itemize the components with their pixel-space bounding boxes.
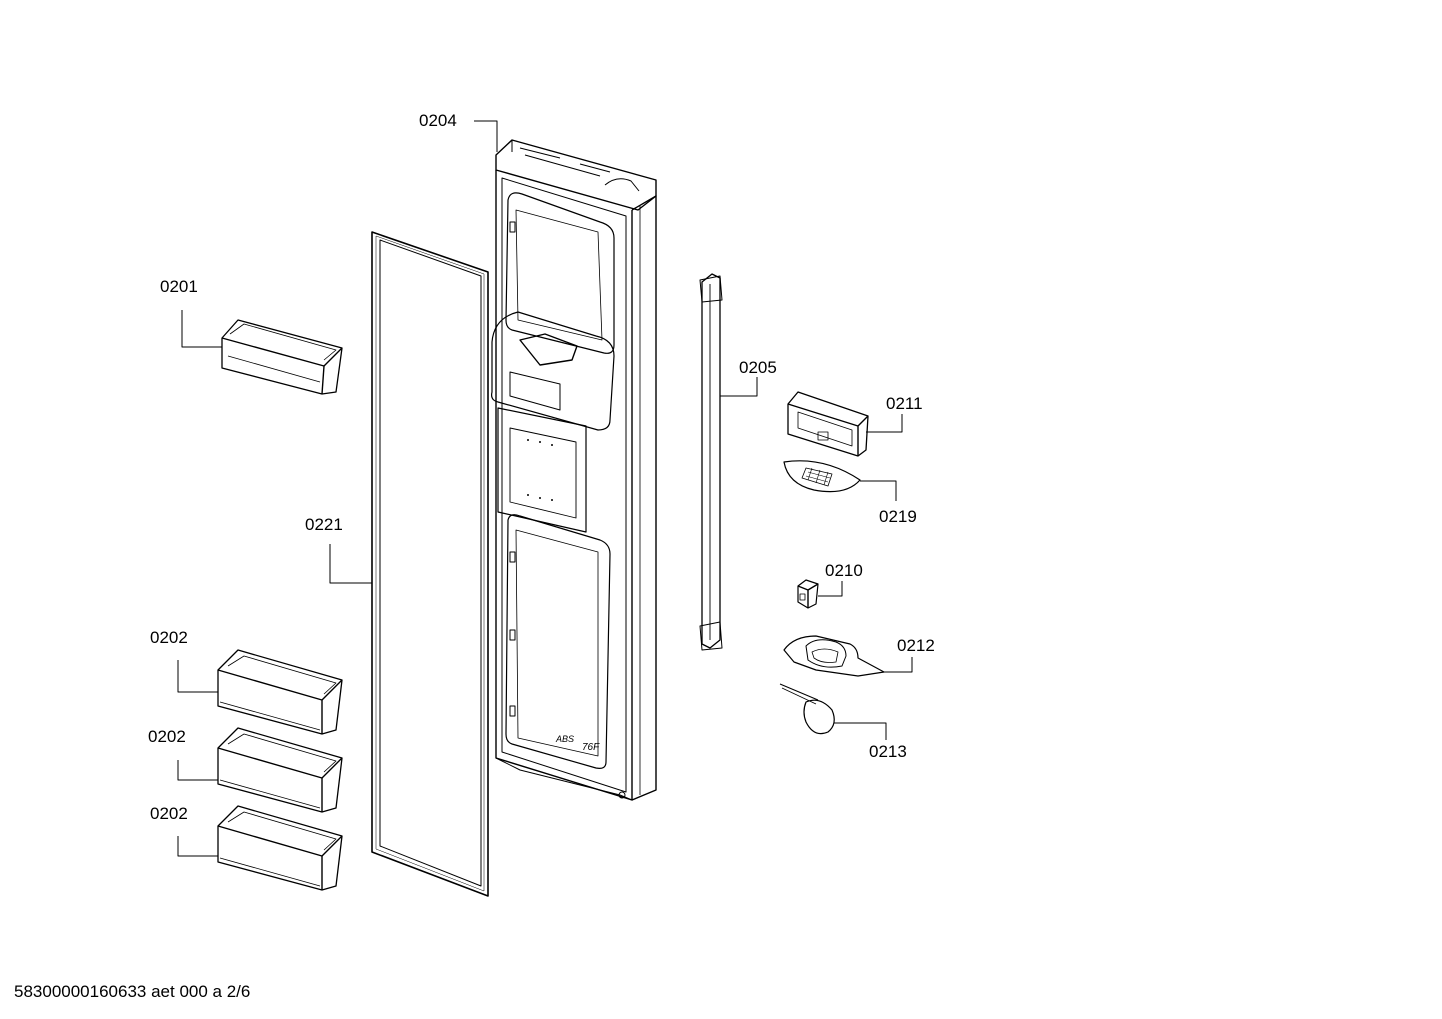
door-marking-logo: ABS xyxy=(555,734,574,744)
door-bin-top-drawing xyxy=(221,319,343,395)
part-label-0205: 0205 xyxy=(739,358,777,377)
part-label-0211: 0211 xyxy=(886,394,923,413)
part-label-0219: 0219 xyxy=(879,507,917,526)
part-label-0201: 0201 xyxy=(160,277,198,296)
part-label-0202-b: 0202 xyxy=(148,727,186,746)
part-label-0212: 0212 xyxy=(897,636,935,655)
document-code: 58300000160633 aet 000 a 2/6 xyxy=(14,982,251,1001)
door-handle-drawing xyxy=(699,273,723,651)
leader-lines xyxy=(177,120,913,857)
grille-cover-drawing xyxy=(783,460,861,493)
dispenser-flap-drawing xyxy=(779,683,835,735)
part-label-0221: 0221 xyxy=(305,515,343,534)
door-gasket-drawing xyxy=(371,231,489,897)
door-bin-drawings xyxy=(217,649,343,891)
door-shell-drawing: ABS 76F xyxy=(491,139,657,801)
part-label-0213: 0213 xyxy=(869,742,907,761)
door-marking: 76F xyxy=(582,742,600,753)
part-label-0202-c: 0202 xyxy=(150,804,188,823)
dispenser-chute-drawing xyxy=(783,635,885,677)
part-label-0204: 0204 xyxy=(419,111,457,130)
control-module-drawing xyxy=(787,391,869,457)
switch-drawing xyxy=(797,579,819,609)
part-label-0210: 0210 xyxy=(825,561,863,580)
part-label-0202-a: 0202 xyxy=(150,628,188,647)
